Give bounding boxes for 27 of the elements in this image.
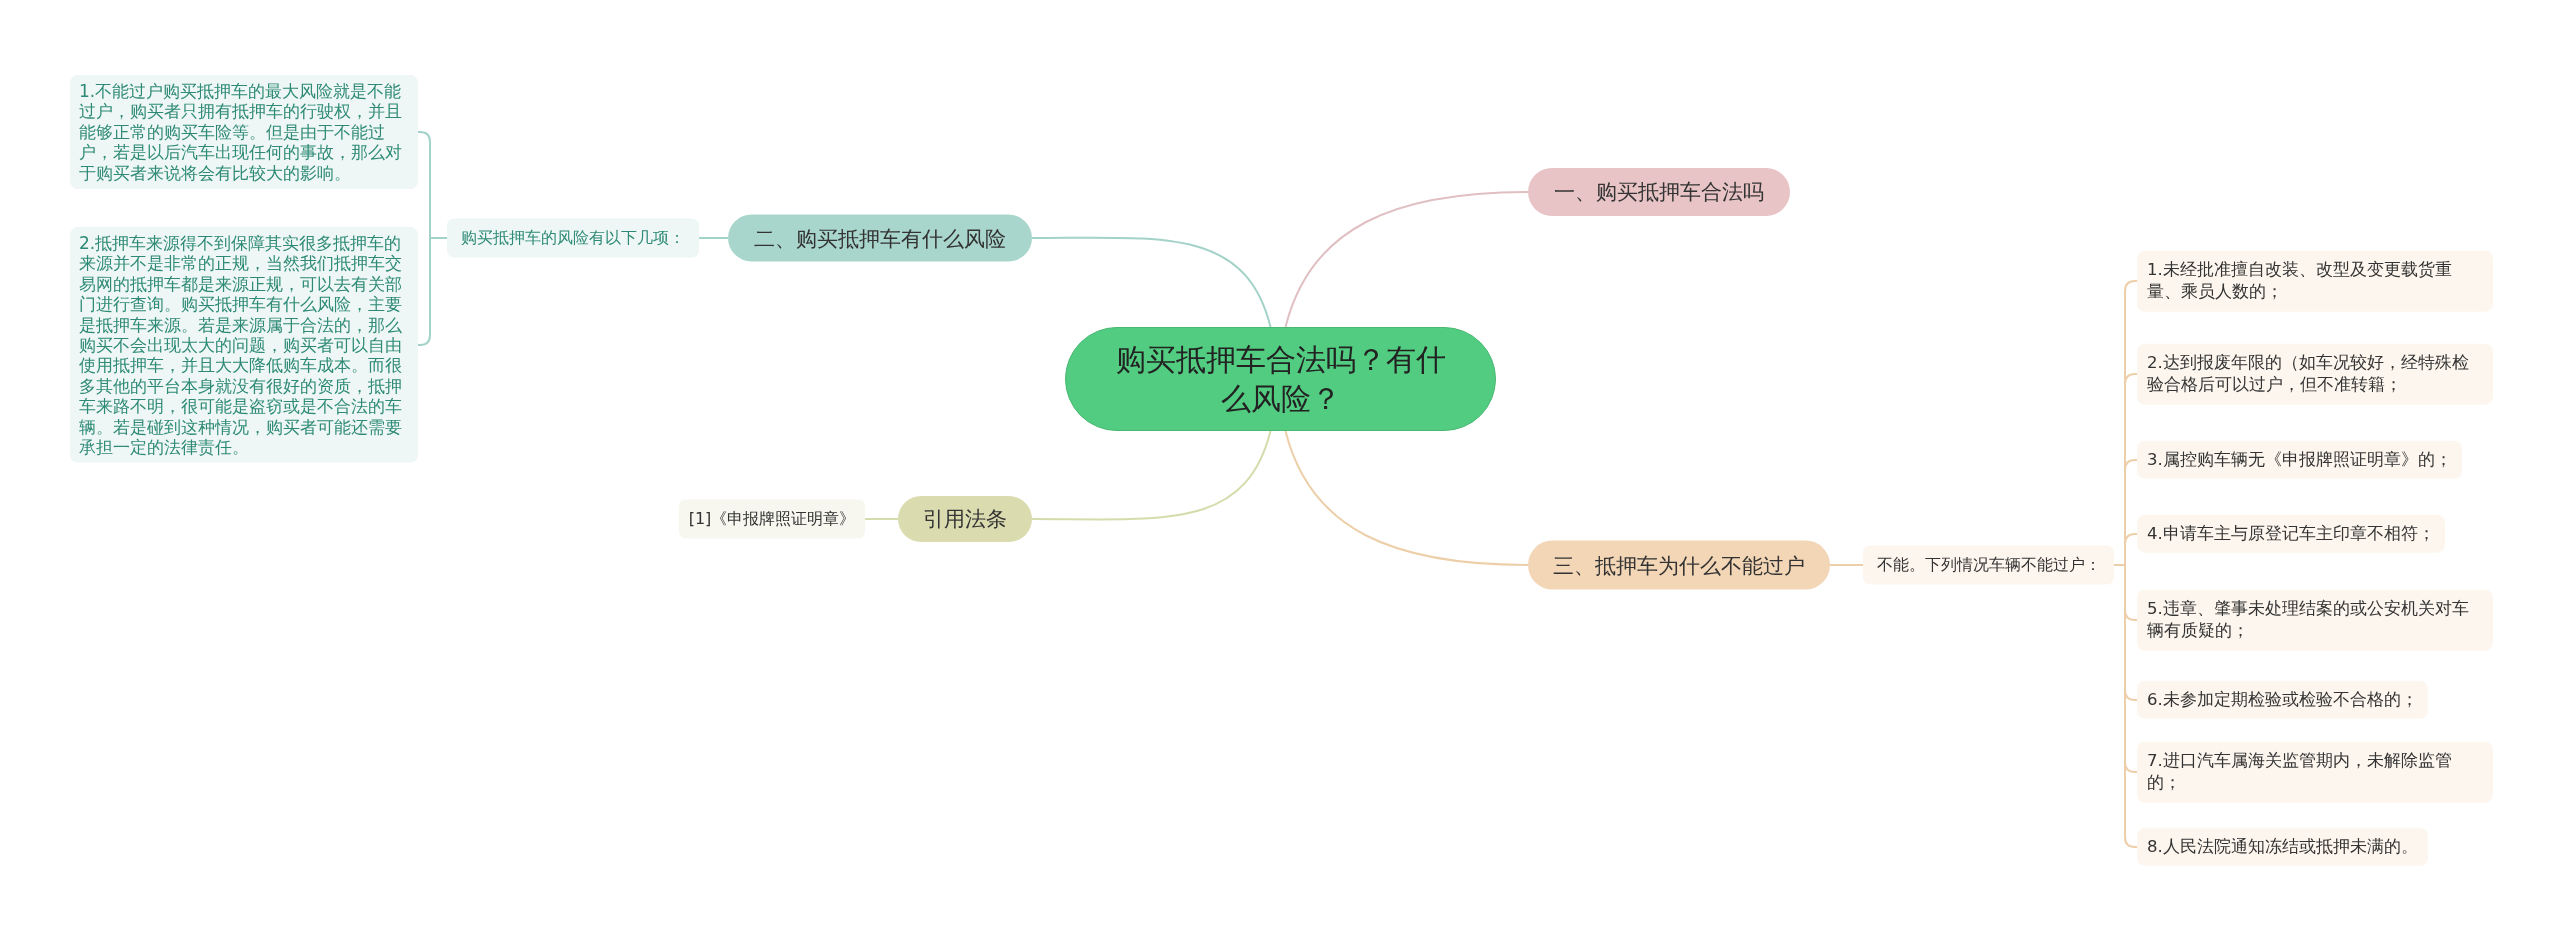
branch-pill: 二、购买抵押车有什么风险 xyxy=(728,214,1032,262)
list-item-box: 1.未经批准擅自改装、改型及变更载货重量、乘员人数的； xyxy=(2137,250,2493,312)
note-box: 购买抵押车的风险有以下几项： xyxy=(447,218,699,258)
branch-line xyxy=(1284,430,1529,566)
note-box: 2.抵押车来源得不到保障其实很多抵押车的来源并不是非常的正规，当然我们抵押车交易网的抵押车都是来源正规，可以去有关部门进行查询。购买抵押车有什么风险，主要是抵押车来源。若是来源属于合法的，那么购买不会出现太大的问题，购买者可以自由使用抵押车，并且大大降低购车成本。而很多其他的平台本身就没有很好的资质，抵押车来路不明，很可能是盗窃或是不合法的车辆。若是碰到这种情况，购买者可能还需要承担一定的法律责任。 xyxy=(70,226,418,464)
branch-line xyxy=(1829,564,1864,566)
list-item-box: 6.未参加定期检验或检验不合格的； xyxy=(2137,680,2428,720)
branch-line xyxy=(1031,236,1272,328)
branch-line xyxy=(417,237,448,346)
list-item-box: 4.申请车主与原登记车主印章不相符； xyxy=(2137,514,2445,554)
central-topic-pill: 购买抵押车合法吗？有什么风险？ xyxy=(1065,327,1496,431)
branch-pill: 一、购买抵押车合法吗 xyxy=(1528,168,1790,216)
branch-pill: 三、抵押车为什么不能过户 xyxy=(1528,540,1830,590)
list-item-box: 2.达到报废年限的（如车况较好，经特殊检验合格后可以过户，但不准转籍； xyxy=(2137,343,2493,405)
branch-line xyxy=(2113,564,2138,848)
branch-line xyxy=(1284,191,1529,328)
note-box: 不能。下列情况车辆不能过户： xyxy=(1863,545,2114,585)
note-box: 1.不能过户购买抵押车的最大风险就是不能过户，购买者只拥有抵押车的行驶权，并且能够正常的购买车险等。但是由于不能过户，若是以后汽车出现任何的事故，那么对于购买者来说将会有比较大的影响。 xyxy=(70,75,418,189)
list-item-box: 5.违章、肇事未处理结案的或公安机关对车辆有质疑的； xyxy=(2137,589,2493,651)
branch-pill: 引用法条 xyxy=(898,496,1032,542)
list-item-box: 7.进口汽车属海关监管期内，未解除监管的； xyxy=(2137,741,2493,803)
branch-line xyxy=(698,237,729,239)
note-box: [1]《申报牌照证明章》 xyxy=(679,499,865,539)
branch-line xyxy=(1031,430,1272,521)
list-item-box: 3.属控购车辆无《申报牌照证明章》的； xyxy=(2137,440,2462,480)
branch-line xyxy=(864,518,899,520)
list-item-box: 8.人民法院通知冻结或抵押未满的。 xyxy=(2137,827,2428,867)
